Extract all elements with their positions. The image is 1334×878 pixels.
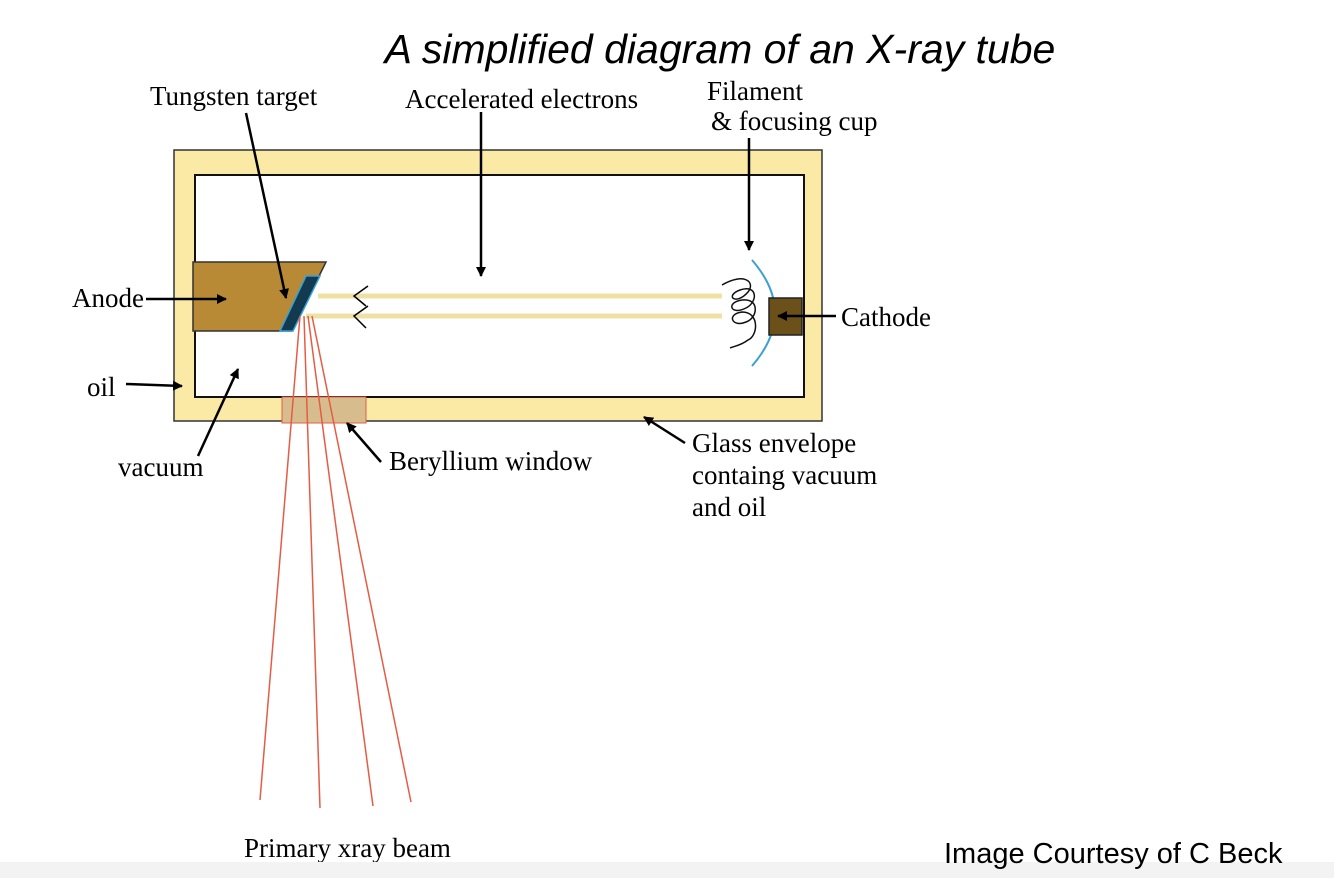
- tungsten-target-arrow: [244, 112, 289, 299]
- electron-beam-lower-squiggle: [352, 305, 369, 329]
- xray-beam-ray: [303, 315, 321, 809]
- label-vacuum: vacuum: [118, 452, 203, 482]
- label-glass-envelope-line3: and oil: [692, 492, 766, 522]
- label-glass-envelope-line2: containg vacuum: [692, 460, 877, 490]
- label-accelerated-electrons: Accelerated electrons: [405, 84, 638, 114]
- xray-beam-ray: [307, 315, 374, 807]
- image-credit: Image Courtesy of C Beck: [944, 838, 1283, 870]
- tungsten-target: [278, 275, 322, 332]
- beryllium-window: [281, 396, 367, 424]
- label-cathode: Cathode: [841, 302, 931, 332]
- vacuum-arrow: [196, 368, 240, 457]
- label-beryllium-window: Beryllium window: [389, 446, 593, 476]
- filament-coil: [721, 278, 757, 349]
- page-title: A simplified diagram of an X-ray tube: [384, 26, 1056, 72]
- beryllium-window-arrow: [346, 422, 382, 463]
- glass-envelope-arrow: [643, 415, 686, 445]
- label-tungsten-target: Tungsten target: [150, 81, 318, 111]
- oil-arrow: [125, 380, 183, 391]
- label-oil: oil: [87, 372, 116, 402]
- xray-beam-ray: [311, 315, 412, 803]
- label-filament-line2: & focusing cup: [711, 106, 877, 136]
- xray-beam-ray: [259, 315, 301, 801]
- label-glass-envelope-line1: Glass envelope: [692, 428, 856, 458]
- electron-beam-upper-squiggle: [352, 285, 369, 307]
- label-primary-xray-beam: Primary xray beam: [244, 833, 451, 863]
- bottom-bar: [0, 862, 1334, 878]
- label-anode: Anode: [72, 283, 144, 313]
- label-filament-line1: Filament: [707, 76, 803, 106]
